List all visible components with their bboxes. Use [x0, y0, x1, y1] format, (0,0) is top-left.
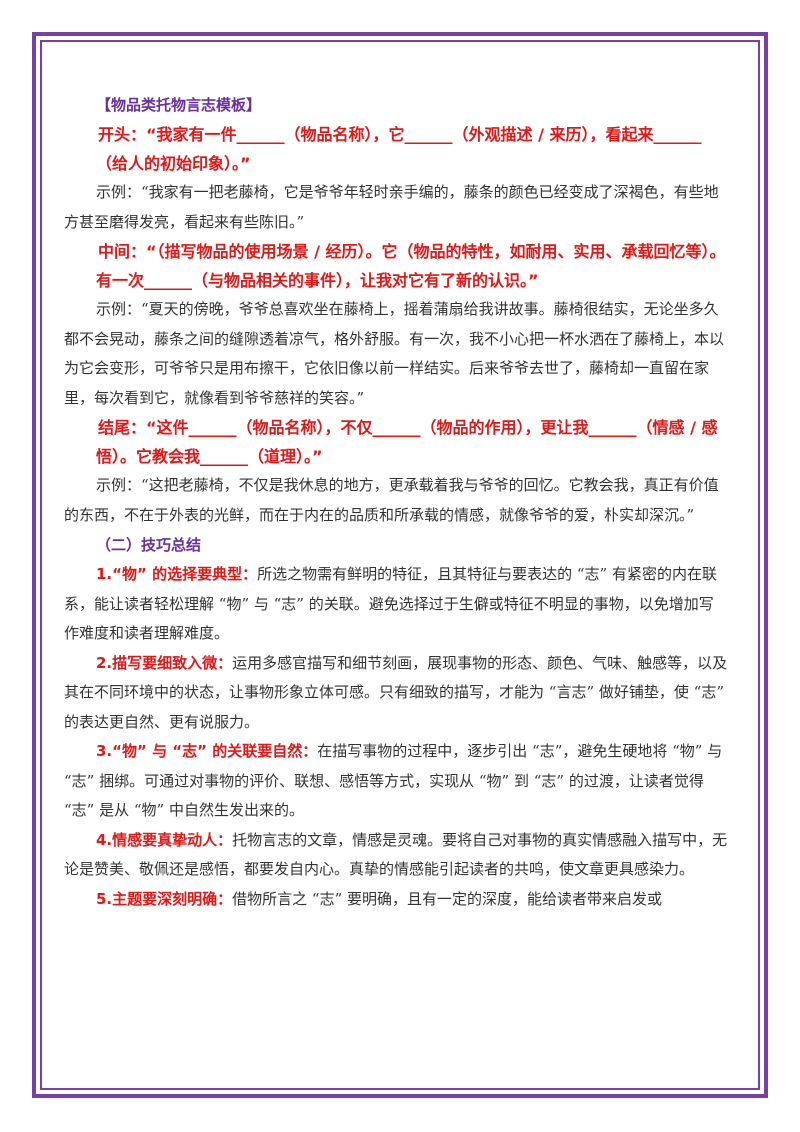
- template-opening: 开头：“我家有一件______（物品名称），它______（外观描述 / 来历）…: [96, 125, 702, 173]
- tip-item: 5.主题要深刻明确：借物所言之 “志” 要明确，且有一定的深度，能给读者带来启发…: [64, 885, 728, 915]
- template-middle: 中间：“（描写物品的使用场景 / 经历）。它（物品的特性，如耐用、实用、承载回忆…: [96, 242, 726, 290]
- example-opening: 示例：“我家有一把老藤椅，它是爷爷年轻时亲手编的，藤条的颜色已经变成了深褐色，有…: [64, 183, 719, 231]
- page-border-inner: [40, 40, 760, 1090]
- tip-item: 1.“物” 的选择要典型：所选之物需有鲜明的特征，且其特征与要表达的 “志” 有…: [64, 560, 728, 649]
- tip-lead: 4.情感要真挚动人：: [96, 830, 233, 849]
- tip-text: 托物言志的文章，情感是灵魂。要将自己对事物的真实情感融入描写中，无论是赞美、敬佩…: [64, 830, 728, 879]
- example-middle: 示例：“夏天的傍晚，爷爷总喜欢坐在藤椅上，摇着蒲扇给我讲故事。藤椅很结实，无论坐…: [64, 300, 725, 407]
- tip-lead: 2.描写要细致入微：: [96, 653, 233, 672]
- tip-item: 4.情感要真挚动人：托物言志的文章，情感是灵魂。要将自己对事物的真实情感融入描写…: [64, 826, 728, 885]
- tip-text: 所选之物需有鲜明的特征，且其特征与要表达的 “志” 有紧密的内在联系，能让读者轻…: [64, 565, 717, 642]
- template-ending: 结尾：“这件______（物品名称），不仅______（物品的作用），更让我__…: [96, 418, 718, 466]
- document-body: 【物品类托物言志模板】 开头：“我家有一件______（物品名称），它_____…: [64, 90, 728, 914]
- example-ending: 示例：“这把老藤椅，不仅是我休息的地方，更承载着我与爷爷的回忆。它教会我，真正有…: [64, 476, 719, 524]
- tip-lead: 5.主题要深刻明确：: [96, 889, 233, 908]
- tip-item: 2.描写要细致入微：运用多感官描写和细节刻画，展现事物的形态、颜色、气味、触感等…: [64, 649, 728, 738]
- tip-text: 借物所言之 “志” 要明确，且有一定的深度，能给读者带来启发或: [232, 889, 663, 908]
- tip-item: 3.“物” 与 “志” 的关联要自然：在描写事物的过程中，逐步引出 “志”，避免…: [64, 737, 728, 826]
- tips-heading: （二）技巧总结: [96, 536, 202, 554]
- tip-text: 在描写事物的过程中，逐步引出 “志”，避免生硬地将 “物” 与 “志” 捆绑。可…: [64, 742, 723, 819]
- tip-text: 运用多感官描写和细节刻画，展现事物的形态、颜色、气味、触感等，以及其在不同环境中…: [64, 653, 728, 731]
- tip-lead: 3.“物” 与 “志” 的关联要自然：: [96, 742, 318, 760]
- tip-lead: 1.“物” 的选择要典型：: [96, 565, 258, 583]
- template-heading: 【物品类托物言志模板】: [96, 96, 262, 114]
- page-border-outer: [32, 32, 768, 1098]
